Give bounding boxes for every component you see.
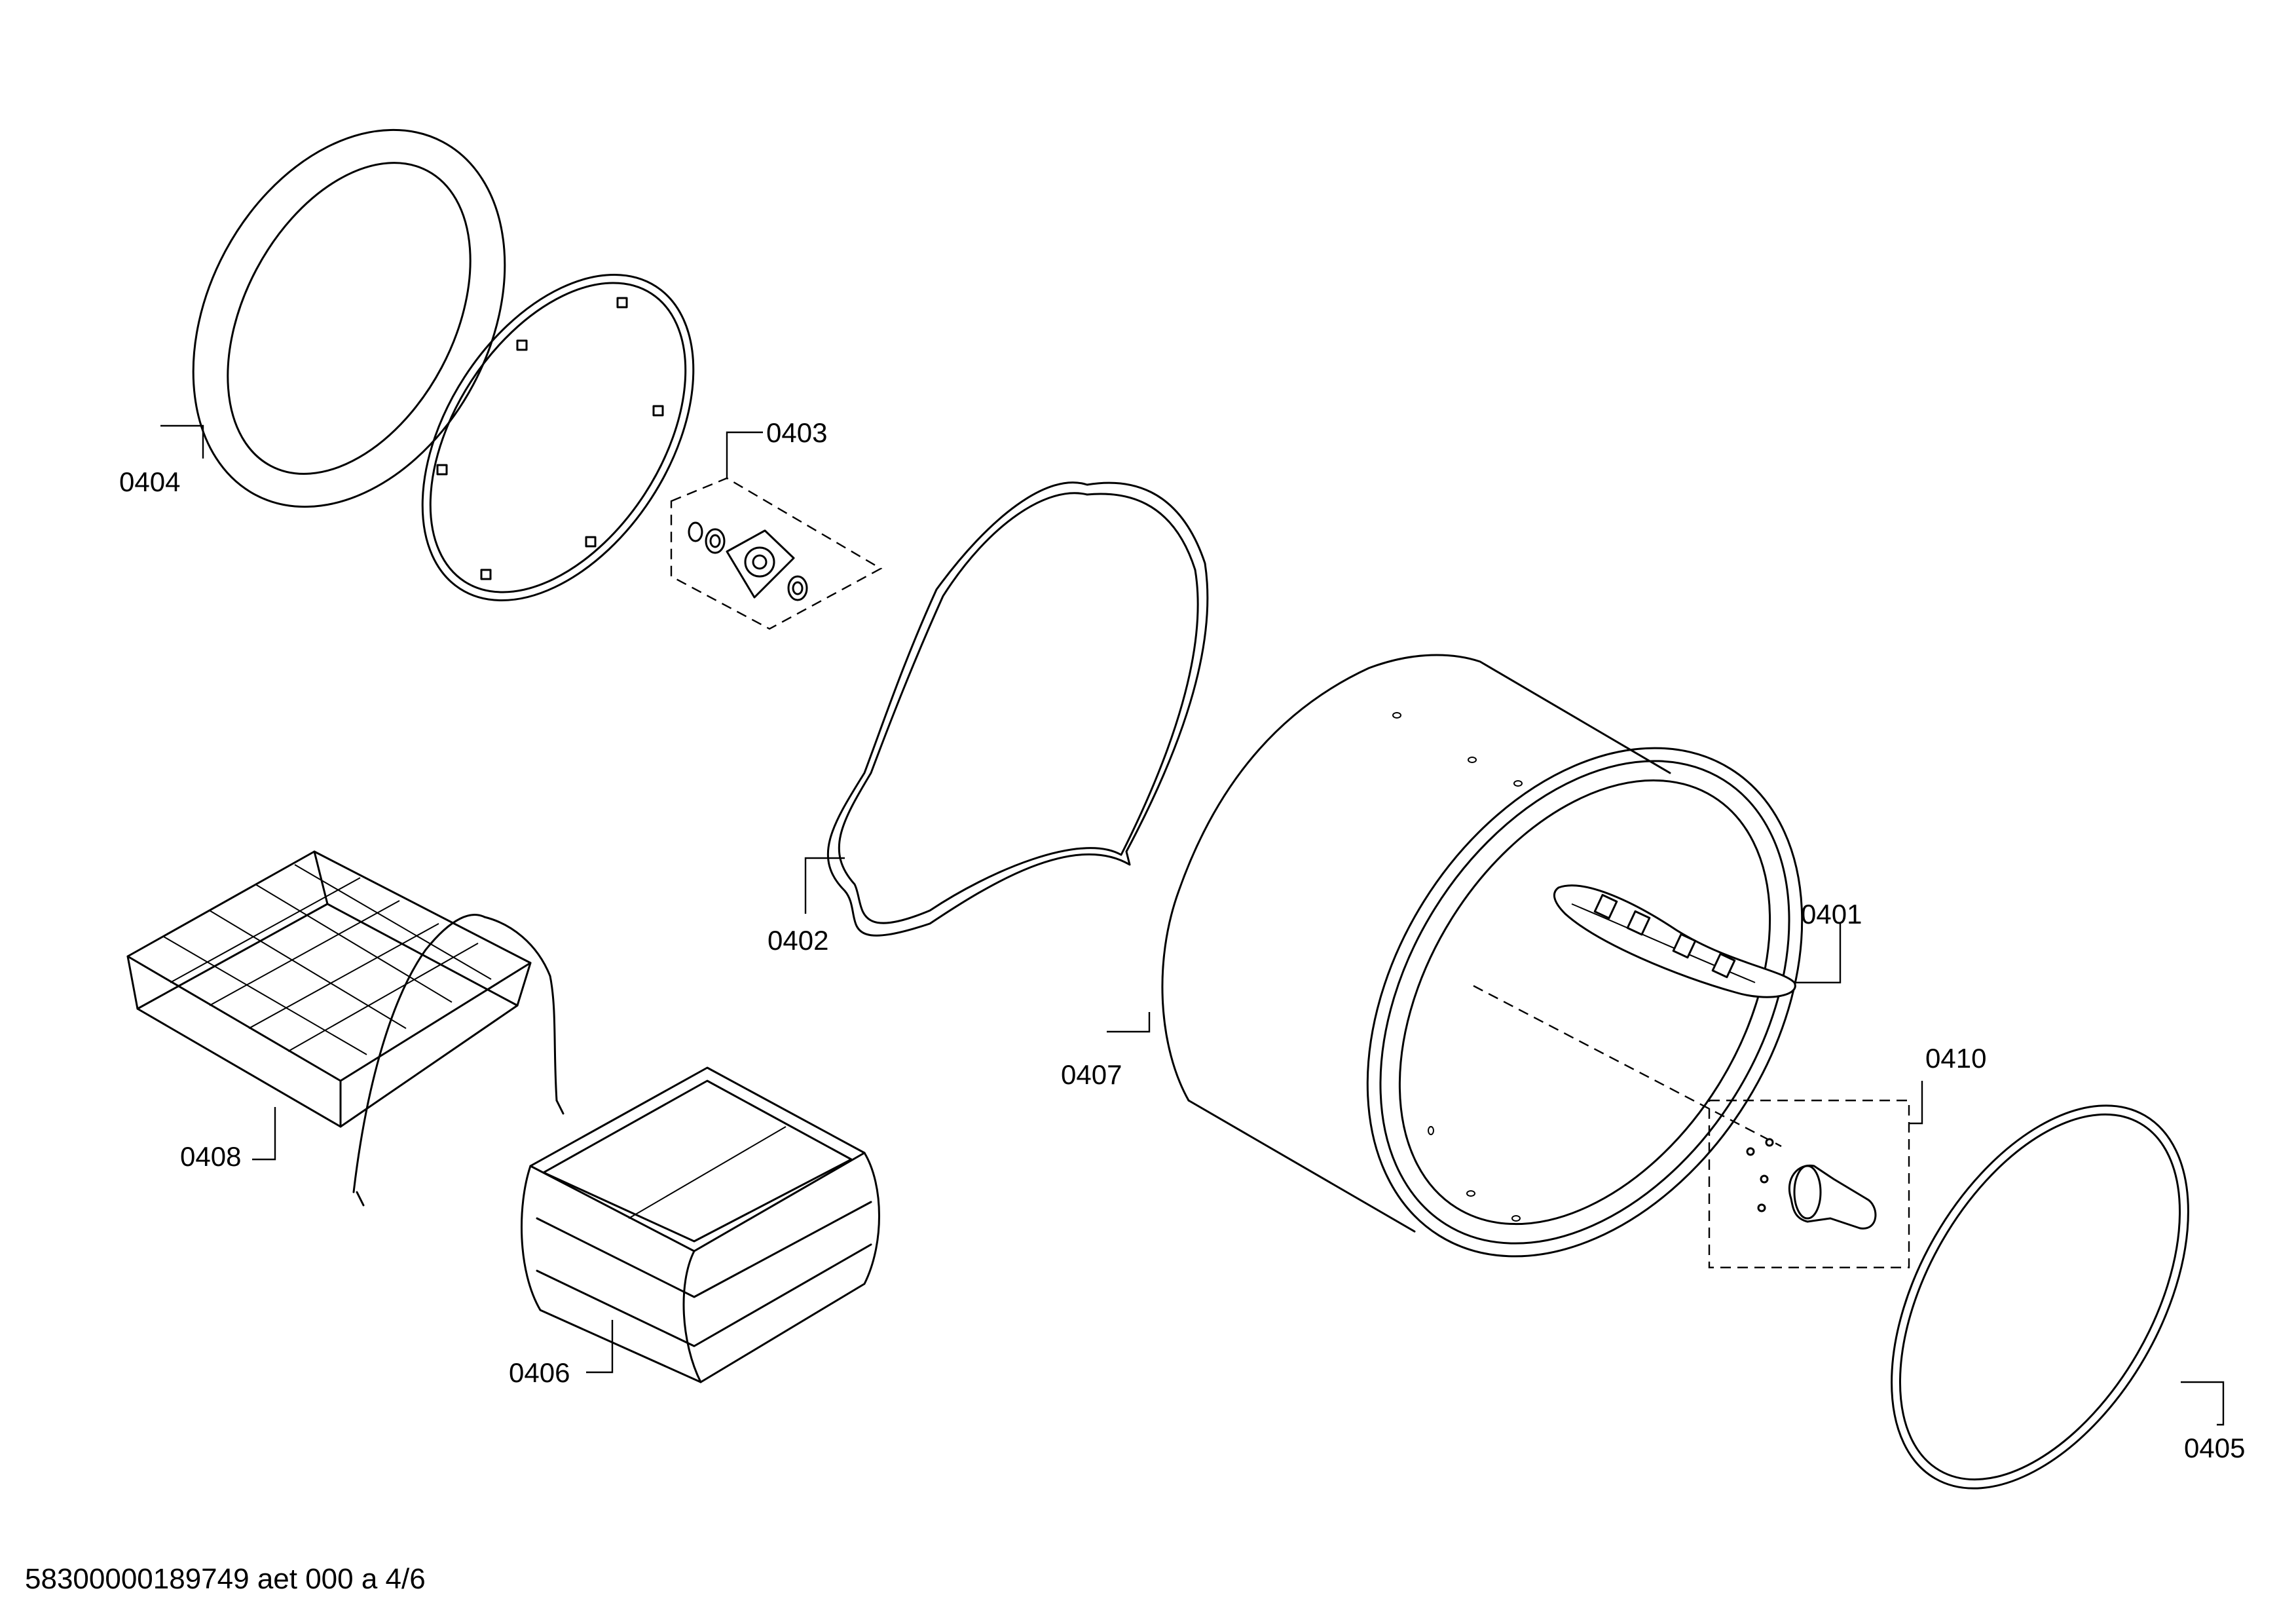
callout-0404: 0404	[119, 466, 180, 497]
part-0410-shaft-kit	[1708, 1099, 1910, 1269]
callout-0402: 0402	[768, 925, 828, 956]
callout-0407: 0407	[1061, 1059, 1122, 1090]
callout-0408: 0408	[180, 1141, 241, 1172]
part-0404-seal-ring	[192, 128, 506, 508]
part-0402-drive-belt	[826, 481, 1209, 937]
part-0401-lifter	[1553, 884, 1796, 998]
part-bracket-ring	[421, 273, 695, 602]
part-0407-drum	[1161, 654, 1804, 1258]
part-0403-bearing-kit	[670, 477, 883, 630]
callout-0405: 0405	[2184, 1433, 2245, 1463]
part-0408-drying-rack	[126, 850, 565, 1207]
callout-0410: 0410	[1925, 1043, 1986, 1074]
part-0406-rack-frame	[520, 1066, 880, 1383]
callout-0401: 0401	[1801, 899, 1862, 929]
document-id: 58300000189749 aet 000 a 4/6	[25, 1563, 426, 1595]
callout-0406: 0406	[509, 1357, 570, 1388]
callout-0403: 0403	[766, 417, 827, 448]
leader-lines	[160, 424, 2225, 1426]
part-0405-rear-ring	[1891, 1104, 2189, 1490]
